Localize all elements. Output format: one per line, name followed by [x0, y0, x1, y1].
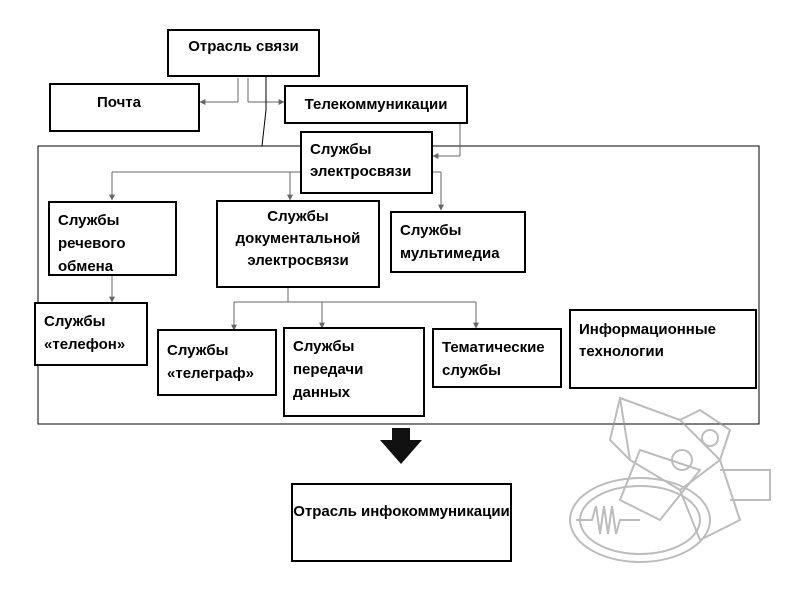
speech-box: Службы речевого обмена [48, 201, 177, 276]
electro-box-label: Службы электросвязи [310, 141, 412, 180]
telecom-box: Телекоммуникации [284, 85, 468, 124]
telegraph-box: Службы «телеграф» [157, 329, 277, 396]
telecom-box-label: Телекоммуникации [304, 96, 448, 113]
data-box: Службы передачи данных [283, 327, 425, 417]
thematic-box: Тематические службы [432, 328, 562, 388]
electro-box: Службы электросвязи [300, 131, 433, 194]
phone-box: Службы «телефон» [34, 302, 148, 366]
satellite-watermark-icon [569, 396, 771, 563]
data-box-label: Службы передачи данных [293, 338, 364, 401]
multimedia-box: Службы мультимедиа [390, 211, 526, 273]
document-box: Службы документальной электросвязи [216, 200, 380, 288]
document-box-label: Службы документальной электросвязи [235, 208, 361, 269]
thematic-box-label: Тематические службы [442, 339, 545, 379]
pochta-box-label: Почта [97, 94, 141, 111]
pochta-box: Почта [49, 83, 200, 132]
bottom-box-label: Отрасль инфокоммуникации [293, 503, 510, 520]
down-arrow-icon [380, 428, 422, 464]
multimedia-box-label: Службы мультимедиа [400, 222, 500, 262]
it-box-label: Информационные технологии [579, 321, 717, 360]
phone-box-label: Службы «телефон» [44, 313, 126, 353]
speech-box-label: Службы речевого обмена [58, 212, 126, 275]
bottom-box: Отрасль инфокоммуникации [291, 483, 512, 562]
telegraph-box-label: Службы «телеграф» [167, 342, 254, 382]
top-box: Отрасль связи [167, 29, 320, 77]
top-box-label: Отрасль связи [188, 38, 299, 55]
it-box: Информационные технологии [569, 309, 757, 389]
